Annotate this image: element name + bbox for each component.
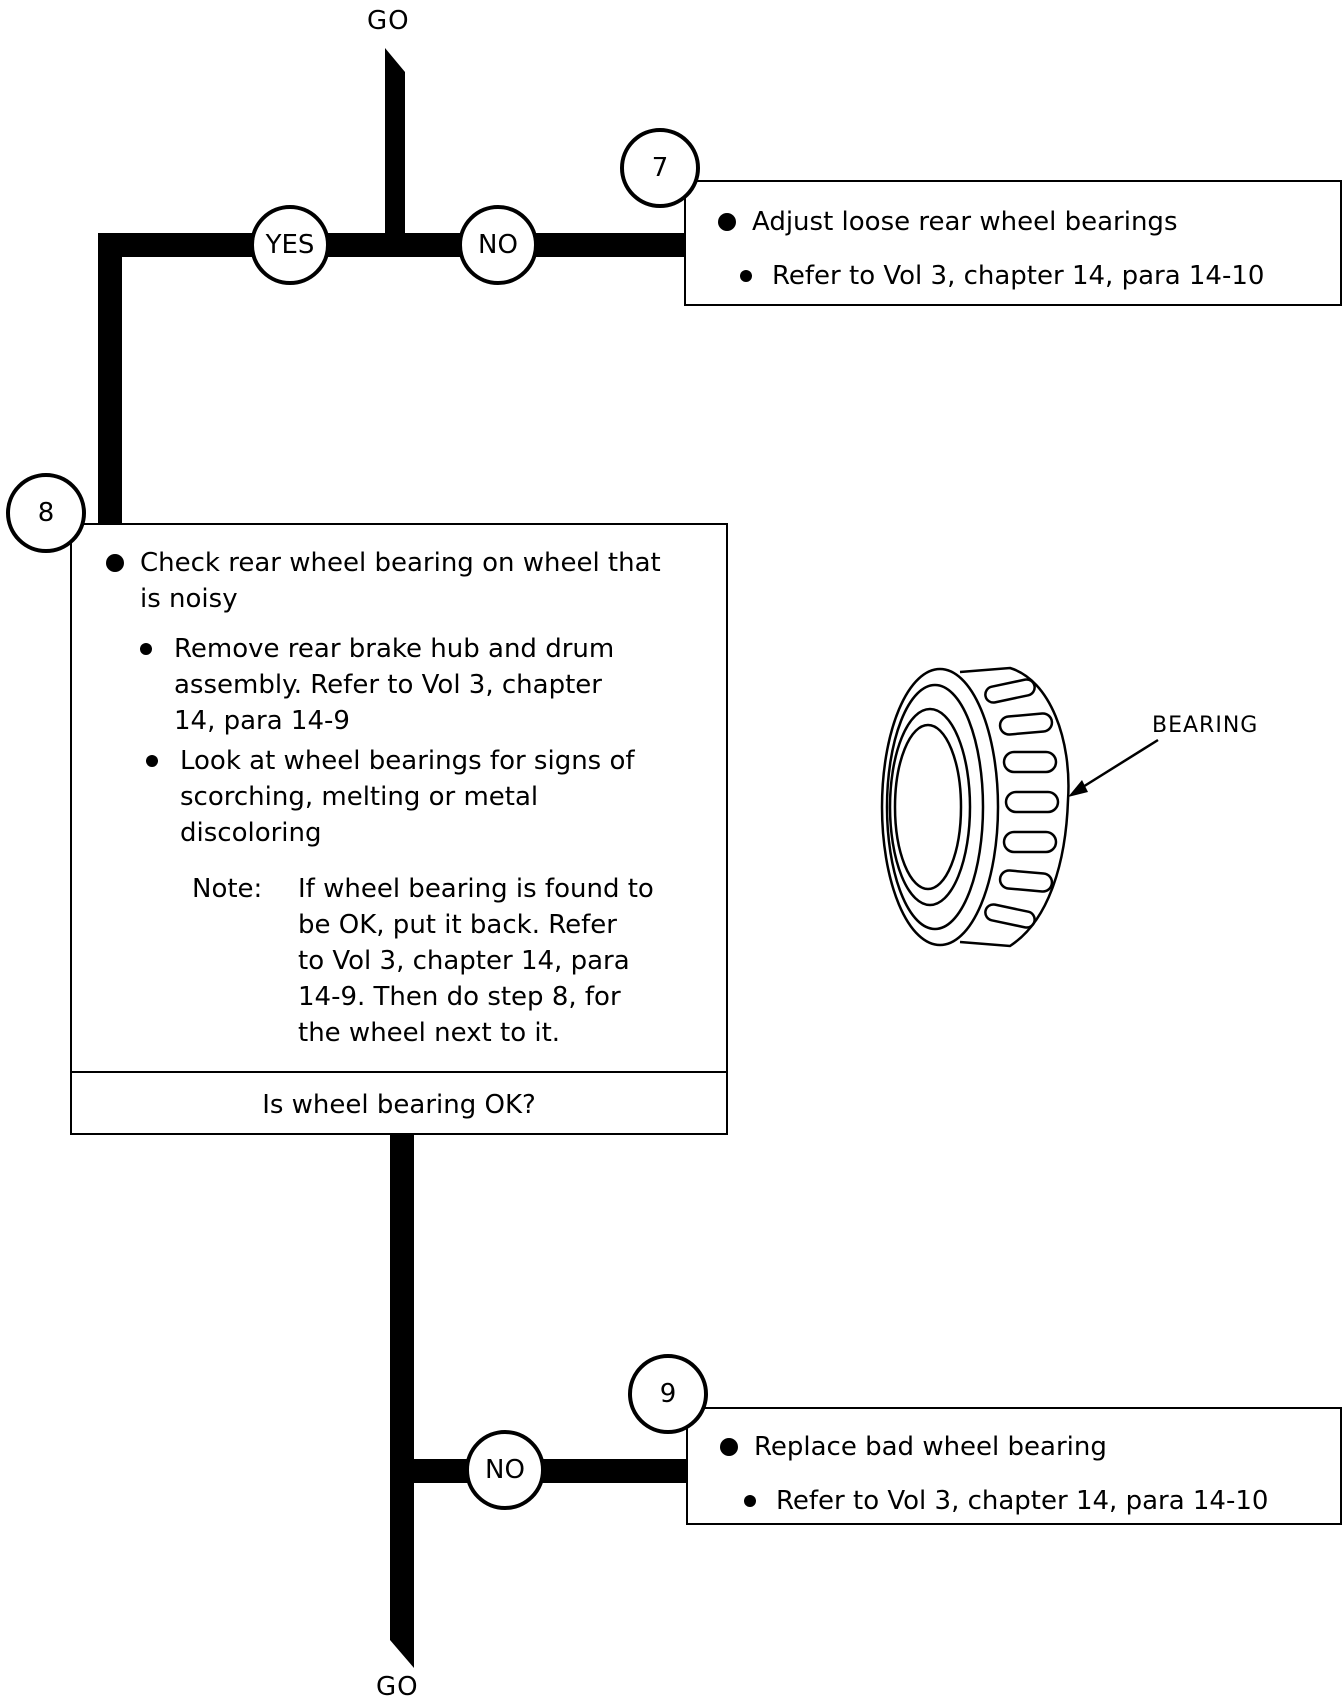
note-line: be OK, put it back. Refer: [298, 910, 617, 940]
bearing-callout-arrowhead: [1068, 780, 1088, 797]
step-7-box: Adjust loose rear wheel bearings Refer t…: [684, 180, 1342, 306]
question-divider: [72, 1071, 726, 1073]
terminal-go-top: GO: [367, 6, 410, 36]
no-branch-circle-top: NO: [458, 205, 538, 285]
no-label-top: NO: [478, 230, 518, 260]
bullet-icon: [140, 643, 152, 655]
step-8-action-row: Check rear wheel bearing on wheel that i…: [106, 545, 661, 617]
step-8-sub2-row: Look at wheel bearings for signs of scor…: [146, 743, 635, 851]
step-9-ref: Refer to Vol 3, chapter 14, para 14-10: [776, 1486, 1269, 1516]
bearing-illustration: [880, 666, 1070, 948]
step-9-ref-row: Refer to Vol 3, chapter 14, para 14-10: [744, 1483, 1268, 1519]
bullet-icon: [718, 213, 736, 231]
step-8-note: Note: If wheel bearing is found to be OK…: [192, 871, 654, 1051]
step-9-number-circle: 9: [628, 1354, 708, 1434]
note-line: If wheel bearing is found to: [298, 874, 654, 904]
step-9-action: Replace bad wheel bearing: [754, 1432, 1107, 1462]
no-branch-circle-bottom: NO: [465, 1430, 545, 1510]
step-7-ref: Refer to Vol 3, chapter 14, para 14-10: [772, 261, 1265, 291]
bullet-icon: [740, 270, 752, 282]
note-line: the wheel next to it.: [298, 1018, 561, 1048]
bottom-go-connector: [390, 1610, 414, 1668]
bearing-callout-label: BEARING: [1152, 713, 1259, 738]
step-8-sub1-line: assembly. Refer to Vol 3, chapter: [174, 670, 602, 700]
question-exit-line: [390, 1132, 414, 1617]
step-8-sub1-line: 14, para 14-9: [174, 706, 350, 736]
step-9-number: 9: [659, 1379, 677, 1409]
step-8-sub2: Look at wheel bearings for signs of scor…: [180, 743, 635, 851]
terminal-go-bottom: GO: [376, 1672, 419, 1702]
step-9-box: Replace bad wheel bearing Refer to Vol 3…: [686, 1407, 1342, 1525]
step-8-sub1-line: Remove rear brake hub and drum: [174, 634, 615, 664]
note-label: Note:: [192, 874, 263, 904]
bullet-icon: [146, 755, 158, 767]
no-label-bottom: NO: [485, 1455, 525, 1485]
bullet-icon: [106, 554, 124, 572]
step-8-sub1: Remove rear brake hub and drum assembly.…: [174, 631, 614, 739]
note-line: to Vol 3, chapter 14, para: [298, 946, 630, 976]
step-7-number: 7: [651, 153, 669, 183]
step-8-sub2-line: scorching, melting or metal: [180, 782, 539, 812]
step-8-sub1-row: Remove rear brake hub and drum assembly.…: [140, 631, 614, 739]
note-line: 14-9. Then do step 8, for: [298, 982, 621, 1012]
step-8-action-line: is noisy: [140, 584, 238, 614]
step-7-number-circle: 7: [620, 128, 700, 208]
bullet-icon: [744, 1495, 756, 1507]
yes-path-line: [98, 233, 122, 533]
yes-no-branch-bar: [98, 233, 688, 257]
step-8-number: 8: [37, 498, 55, 528]
step-8-number-circle: 8: [6, 473, 86, 553]
bullet-icon: [720, 1438, 738, 1456]
yes-branch-circle: YES: [250, 205, 330, 285]
step-8-box: Check rear wheel bearing on wheel that i…: [70, 523, 728, 1135]
step-8-sub2-line: Look at wheel bearings for signs of: [180, 746, 635, 776]
step-9-action-row: Replace bad wheel bearing: [720, 1429, 1107, 1465]
step-7-ref-row: Refer to Vol 3, chapter 14, para 14-10: [740, 258, 1264, 294]
step-7-action-row: Adjust loose rear wheel bearings: [718, 204, 1177, 240]
step-7-action: Adjust loose rear wheel bearings: [752, 207, 1178, 237]
top-go-connector: [385, 48, 405, 245]
step-8-action: Check rear wheel bearing on wheel that i…: [140, 545, 661, 617]
step-8-sub2-line: discoloring: [180, 818, 322, 848]
bearing-callout-leader: [1077, 738, 1159, 792]
yes-label: YES: [265, 230, 315, 260]
step-8-question: Is wheel bearing OK?: [262, 1090, 536, 1120]
note-text: If wheel bearing is found to be OK, put …: [298, 871, 654, 1051]
step-8-action-line: Check rear wheel bearing on wheel that: [140, 548, 661, 578]
